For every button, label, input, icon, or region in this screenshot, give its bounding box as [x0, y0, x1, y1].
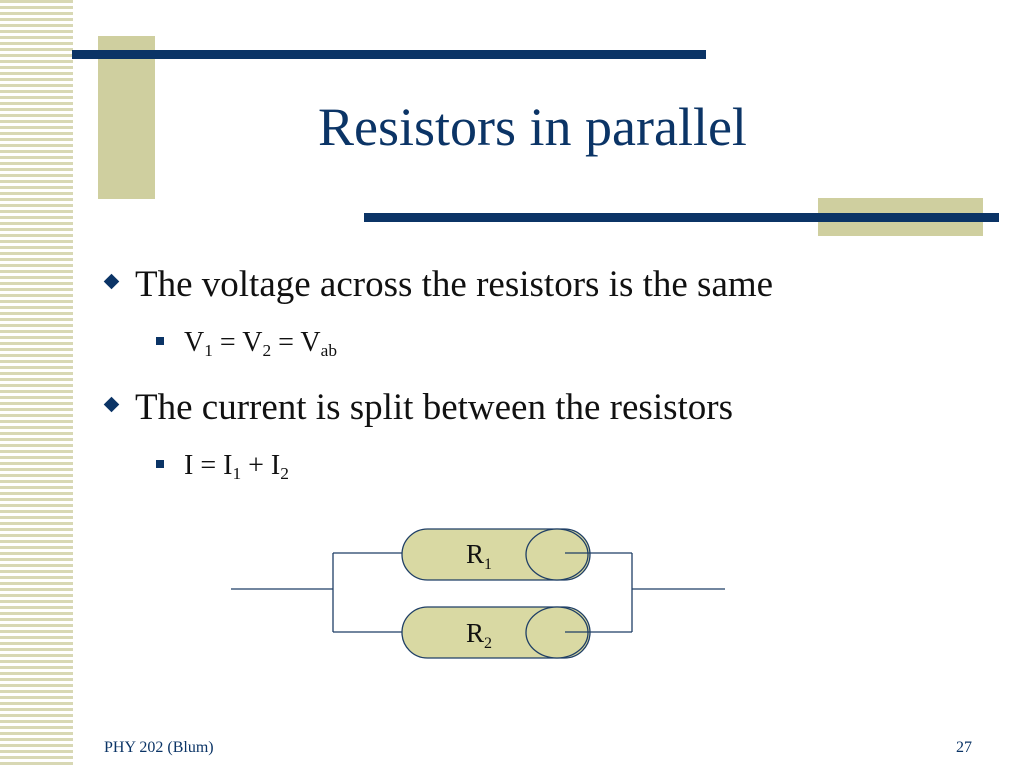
- bullet-voltage: The voltage across the resistors is the …: [103, 263, 774, 306]
- bullet-current: The current is split between the resisto…: [103, 386, 733, 429]
- resistor-r1-label: R1: [466, 539, 492, 573]
- slide-title: Resistors in parallel: [318, 97, 747, 157]
- bullet-text: The current is split between the resisto…: [135, 387, 733, 428]
- equation: V1 = V2 = Vab: [184, 327, 338, 361]
- square-bullet-icon: [156, 460, 164, 468]
- striped-side-bar: [0, 0, 73, 768]
- footer-page-number: 27: [956, 739, 972, 756]
- resistor-r2: R2: [401, 606, 591, 659]
- square-bullet-icon: [156, 337, 164, 345]
- footer-course: PHY 202 (Blum): [104, 739, 214, 756]
- bullet-text: The voltage across the resistors is the …: [135, 264, 774, 305]
- sub-bullet-voltage-equation: V1 = V2 = Vab: [156, 327, 337, 359]
- decorative-block-left: [98, 36, 155, 199]
- sub-bullet-current-equation: I = I1 + I2: [156, 450, 289, 482]
- resistor-r1: R1: [401, 528, 591, 581]
- decorative-line-top: [72, 50, 706, 59]
- resistor-r2-label: R2: [466, 618, 492, 652]
- equation: I = I1 + I2: [184, 450, 289, 484]
- decorative-line-bottom: [364, 213, 999, 222]
- resistor-r1-end-cap: [525, 528, 589, 581]
